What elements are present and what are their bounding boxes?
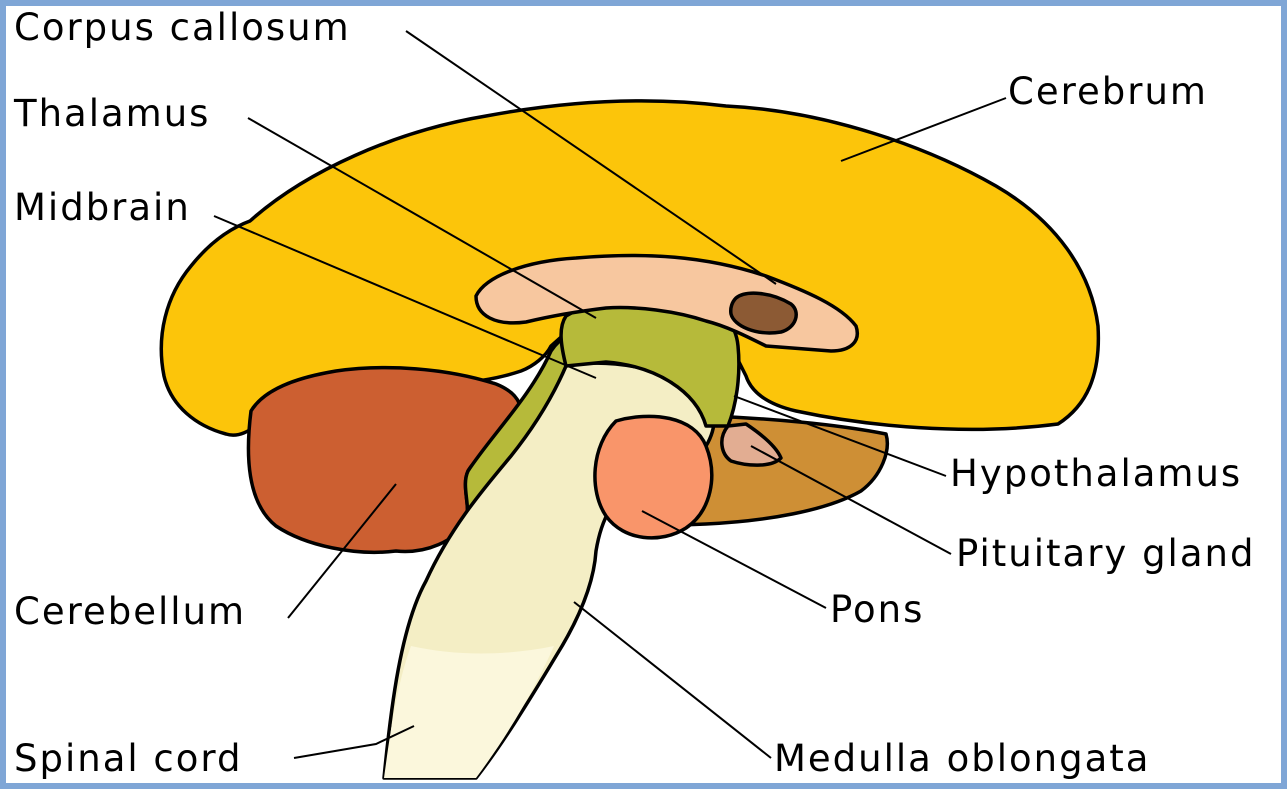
label-corpus-callosum: Corpus callosum [14,8,351,48]
label-hypothalamus: Hypothalamus [950,454,1242,494]
label-cerebrum: Cerebrum [1008,72,1208,112]
label-spinal-cord: Spinal cord [14,739,242,779]
label-pons: Pons [830,590,924,630]
spinal-cord-region [384,646,554,778]
pons-leader [642,511,826,608]
medulla-oblongata-leader [574,602,771,758]
label-thalamus: Thalamus [14,94,210,134]
diagram-frame: Corpus callosum Thalamus Midbrain Cerebr… [6,6,1281,783]
label-cerebellum: Cerebellum [14,592,246,632]
pons-region [595,416,712,538]
label-medulla-oblongata: Medulla oblongata [774,739,1150,779]
label-midbrain: Midbrain [14,188,191,228]
label-pituitary-gland: Pituitary gland [956,534,1255,574]
